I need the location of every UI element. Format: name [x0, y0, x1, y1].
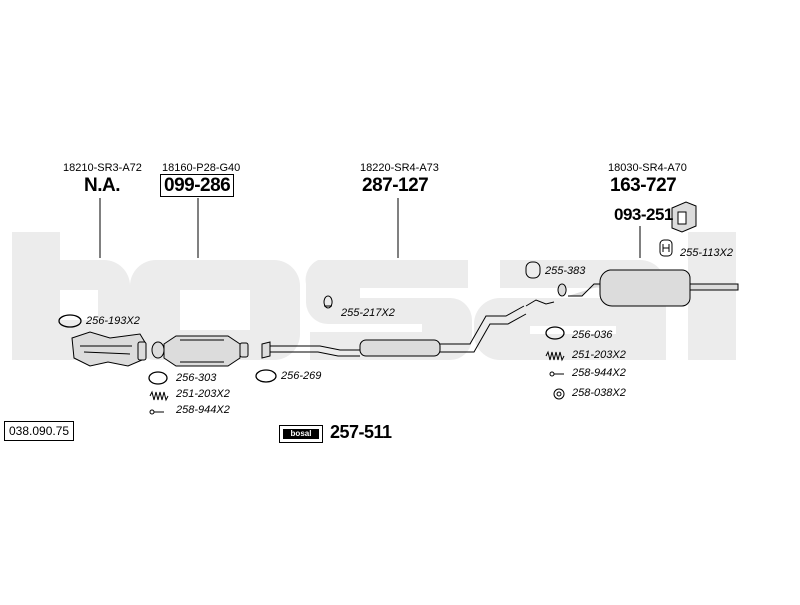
bosal-kit-badge-text: bosal: [283, 429, 319, 439]
rear-accessory-symbols: [545, 326, 565, 400]
acc-cat-bolt: 258-944X2: [176, 404, 230, 416]
oem-middle: 18220-SR4-A73: [360, 162, 439, 174]
acc-rear-spring: 251-203X2: [572, 349, 626, 361]
cat-rear-gasket-ring: [255, 369, 277, 383]
mid-hanger-symbol: [323, 295, 555, 309]
rear-silencer: [557, 269, 739, 307]
acc-rear-bolt: 258-944X2: [572, 367, 626, 379]
rear-hanger-symbols: [525, 239, 673, 279]
manifold-gasket-ring: [58, 314, 82, 328]
rear-bracket: [671, 201, 697, 233]
oem-catalyst: 18160-P28-G40: [162, 162, 241, 174]
oem-manifold: 18210-SR3-A72: [63, 162, 142, 174]
part-manifold: N.A.: [84, 175, 121, 196]
part-rear: 163-727: [610, 175, 677, 196]
part-rear-bracket: 093-251: [614, 205, 673, 224]
part-kit: 257-511: [330, 422, 392, 442]
acc-mid-hanger: 255-217X2: [341, 307, 395, 319]
acc-rear-hanger-a: 255-383: [545, 265, 586, 277]
front-pipe: [71, 331, 147, 367]
acc-cat-rear-gasket: 256-269: [281, 370, 322, 382]
acc-cat-gasket: 256-303: [176, 372, 217, 384]
leader-lines: [99, 198, 641, 258]
part-catalyst: 099-286: [160, 174, 235, 197]
part-middle: 287-127: [362, 175, 429, 196]
acc-manifold-gasket: 256-193X2: [86, 315, 140, 327]
acc-rear-nut: 258-038X2: [572, 387, 626, 399]
acc-cat-spring: 251-203X2: [176, 388, 230, 400]
catalyst: [151, 335, 249, 367]
middle-pipe: [261, 305, 527, 359]
acc-rear-hanger-b: 255-113X2: [680, 247, 734, 259]
reference-number: 038.090.75: [4, 421, 75, 441]
oem-rear: 18030-SR4-A70: [608, 162, 687, 174]
bosal-kit-badge: bosal: [279, 425, 323, 443]
acc-rear-gasket: 256-036: [572, 329, 613, 341]
cat-accessory-symbols: [148, 371, 169, 415]
